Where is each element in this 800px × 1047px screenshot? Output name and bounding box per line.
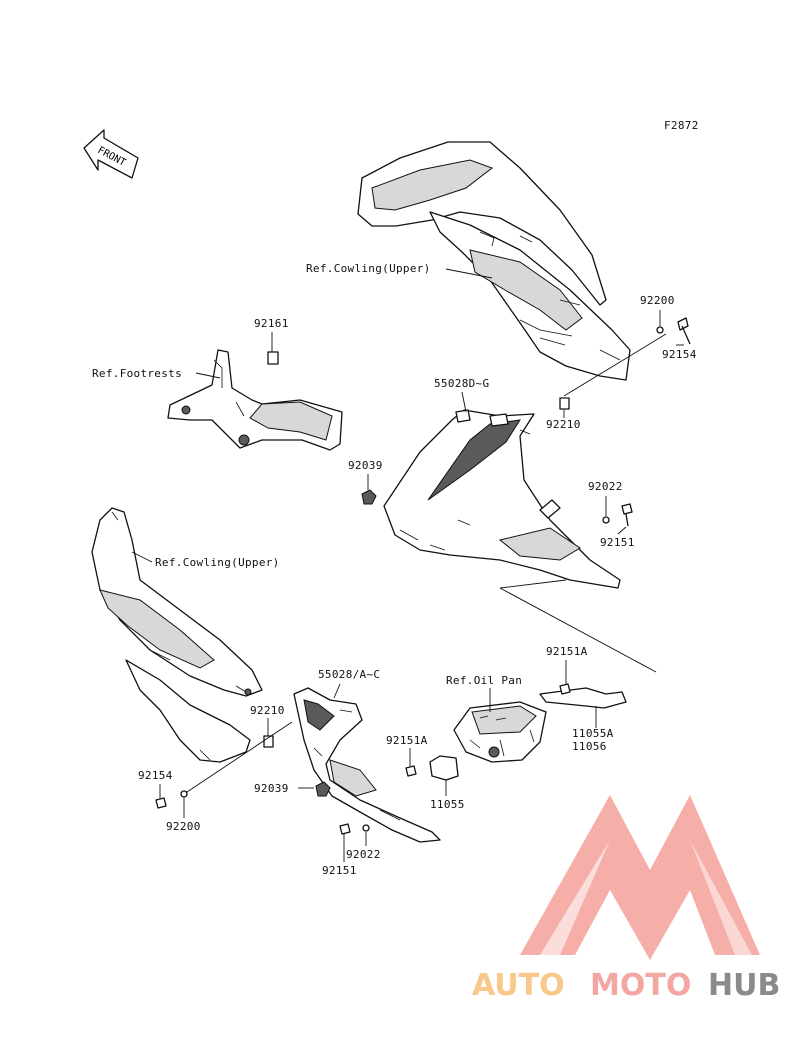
ref-footrests: Ref.Footrests [92,367,182,380]
upper-cowling-right [357,141,631,381]
label-11055a: 11055A [572,727,614,740]
label-92022-right: 92022 [588,480,623,493]
watermark-hub: HUB [708,968,780,1003]
figure-id: F2872 [664,119,699,132]
front-arrow-icon: FRONT [83,129,139,179]
washer-92200-top [656,326,664,334]
label-92039-right: 92039 [348,459,383,472]
lower-cowling-right [383,409,621,589]
ref-cowling-upper-left: Ref.Cowling(Upper) [155,556,280,569]
nut-92039-left [315,781,331,797]
logo-shape [520,795,760,960]
bolt-92154-top [677,317,691,345]
collar-92210-right [559,397,570,410]
nut-92039-right [361,489,377,505]
oil-pan [453,701,547,763]
label-55028d-g: 55028D~G [434,377,489,390]
bracket-11055a [539,687,627,709]
label-92151a-top: 92151A [546,645,588,658]
label-92161: 92161 [254,317,289,330]
ref-cowling-upper-top: Ref.Cowling(Upper) [306,262,431,275]
upper-cowling-left [91,507,263,763]
label-92151-left: 92151 [322,864,357,877]
label-92154-left: 92154 [138,769,173,782]
lower-cowling-left [293,687,441,843]
bolt-92151a-mid [405,765,417,777]
watermark-logo [520,795,760,960]
label-92151a-mid: 92151A [386,734,428,747]
collar-92161 [267,351,279,365]
watermark-text: AUTO MOTO HUB [472,968,780,1003]
bracket-11055 [429,755,459,781]
label-92022-left: 92022 [346,848,381,861]
label-11056: 11056 [572,740,607,753]
label-92200-top: 92200 [640,294,675,307]
label-92200-left: 92200 [166,820,201,833]
label-92151-right: 92151 [600,536,635,549]
ref-oil-pan: Ref.Oil Pan [446,674,522,687]
bolt-92154-left [155,797,167,809]
label-92039-left: 92039 [254,782,289,795]
label-92154-top: 92154 [662,348,697,361]
bolt-92151-right [621,503,633,527]
watermark-moto: MOTO [590,968,691,1003]
bolt-92151-left [339,823,351,835]
label-11055: 11055 [430,798,465,811]
washer-92022-left [362,824,370,832]
label-92210-left: 92210 [250,704,285,717]
watermark-auto: AUTO [472,968,565,1003]
footrest-bracket [167,349,343,451]
washer-92200-left [180,790,188,798]
washer-92022-right [602,516,610,524]
label-92210-right: 92210 [546,418,581,431]
collar-92210-left [263,735,274,748]
label-55028-a-c: 55028/A~C [318,668,380,681]
bolt-92151a-top [559,683,571,695]
